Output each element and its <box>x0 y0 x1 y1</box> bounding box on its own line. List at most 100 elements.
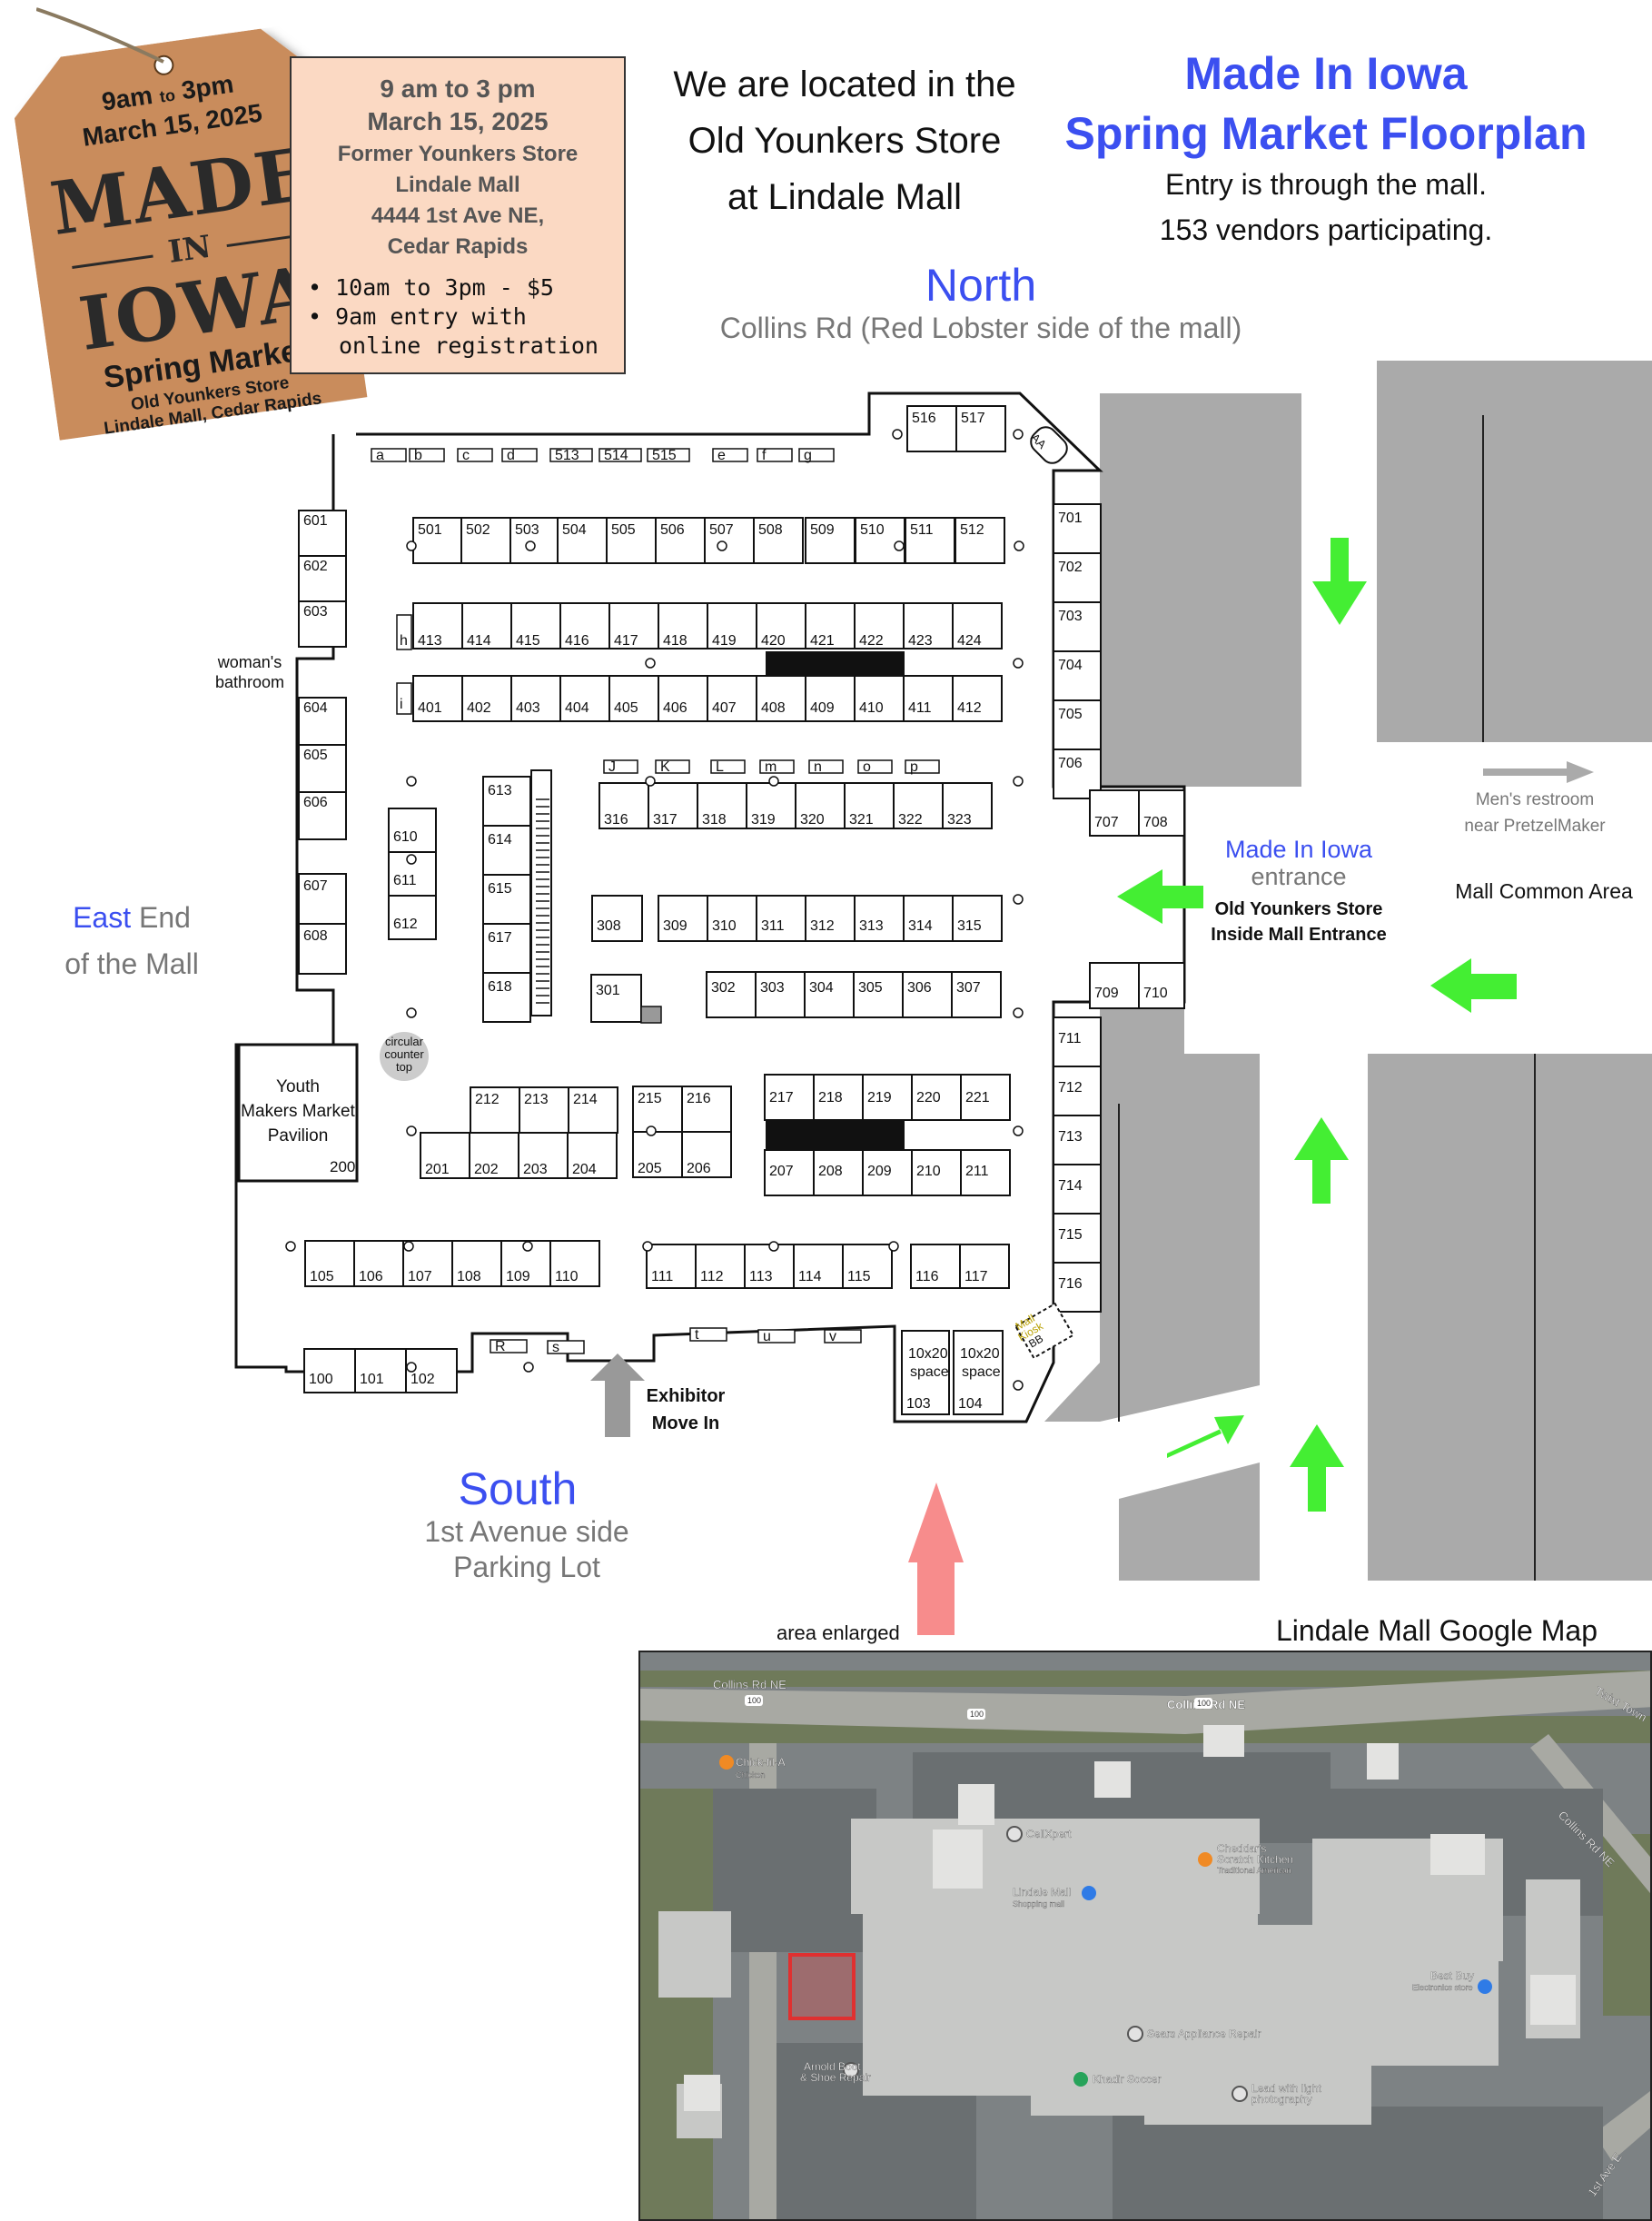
booth-409-box <box>805 675 856 722</box>
column-post <box>1013 776 1024 787</box>
south-sub-2: Parking Lot <box>453 1551 600 1583</box>
booth-507: 507 <box>709 522 734 538</box>
map-label-collins1: Collins Rd NE <box>713 1678 786 1691</box>
map-label-bestbuysub: Electronics store <box>1412 1983 1473 1992</box>
booth-602-box <box>298 555 347 602</box>
booth-a-box <box>371 448 407 462</box>
booth-610-box <box>388 808 437 853</box>
booth-713-box <box>1053 1115 1102 1165</box>
womens-bathroom-label: woman's bathroom <box>191 652 309 692</box>
booth-313-box <box>854 895 905 942</box>
columns <box>285 429 1024 1391</box>
title-line-1: Made In Iowa <box>1184 48 1468 99</box>
column-post <box>1013 1380 1024 1391</box>
booth-219-box <box>862 1074 913 1121</box>
booth-603: 603 <box>303 604 328 620</box>
exhibitor-1: Exhibitor <box>646 1386 726 1406</box>
booth-R-box <box>490 1339 528 1353</box>
booth-514: 514 <box>604 448 628 463</box>
booth-319-box <box>746 782 796 829</box>
booth-603-box <box>298 600 347 648</box>
booth-505: 505 <box>611 522 636 538</box>
booth-506: 506 <box>660 522 685 538</box>
booth-303-box <box>755 971 806 1018</box>
store-outer-wall <box>234 392 1186 1423</box>
booth-504: 504 <box>562 522 587 538</box>
booth-614-box <box>482 825 531 876</box>
booth-104: 104 <box>958 1396 983 1412</box>
booth-618-box <box>482 972 531 1023</box>
booth-511-box <box>905 517 955 564</box>
booth-322-box <box>893 782 944 829</box>
booth-p: p <box>910 759 918 775</box>
booth-708-box <box>1138 789 1185 837</box>
booth-214: 214 <box>573 1092 598 1107</box>
booth-311: 311 <box>761 918 785 934</box>
space-word-1: space <box>910 1364 949 1380</box>
booth-618: 618 <box>488 979 512 995</box>
booth-421: 421 <box>810 633 835 649</box>
booth-321: 321 <box>849 812 874 828</box>
info-bullet-1: • 10am to 3pm - $5 <box>308 274 554 301</box>
entrance-label-2: entrance <box>1251 863 1347 890</box>
booth-705-box <box>1053 699 1102 750</box>
map-label-lindale: Lindale Mall <box>1013 1886 1071 1899</box>
booth-712-box <box>1053 1066 1102 1116</box>
booth-220-box <box>911 1074 962 1121</box>
arrow-right-gray-icon <box>1483 761 1594 783</box>
booth-a: a <box>376 448 384 463</box>
column-post <box>1013 894 1024 905</box>
booth-323: 323 <box>947 812 972 828</box>
booth-403: 403 <box>516 700 540 716</box>
booth-715-box <box>1053 1213 1102 1264</box>
booth-117: 117 <box>964 1269 988 1284</box>
location-text: We are located in the Old Younkers Store… <box>636 56 1054 225</box>
booth-212: 212 <box>475 1092 500 1107</box>
booth-o-box <box>857 759 893 774</box>
booth-207: 207 <box>769 1164 794 1179</box>
booth-612: 612 <box>393 917 418 932</box>
booth-607-box <box>298 873 347 925</box>
youth-pavilion-box <box>237 1043 359 1183</box>
booth-218: 218 <box>818 1090 843 1106</box>
column-post <box>403 1241 414 1252</box>
entrance-label-3: Old Younkers Store <box>1214 899 1383 919</box>
counter-3: top <box>395 1060 413 1074</box>
booth-410: 410 <box>859 700 884 716</box>
womens-bath-1: woman's <box>217 653 282 671</box>
booth-420-box <box>756 602 806 649</box>
map-label-sears: Sears Appliance Repair <box>1147 2028 1261 2040</box>
column-post <box>894 540 905 551</box>
route-shields: 100 100 100 <box>745 1695 1212 1720</box>
booth-108-box <box>451 1240 502 1287</box>
booth-503: 503 <box>515 522 539 538</box>
common-area-label: Mall Common Area <box>1455 879 1633 903</box>
map-label-arnold1: Arnold Boot <box>804 2060 861 2073</box>
booth-307: 307 <box>956 980 981 996</box>
booth-607: 607 <box>303 878 328 894</box>
booth-608-box <box>298 923 347 975</box>
booth-415-box <box>510 602 561 649</box>
column-post <box>406 1007 417 1018</box>
booth-501: 501 <box>418 522 442 538</box>
booth-h: h <box>400 633 408 649</box>
column-post <box>525 540 536 551</box>
booth-b-box <box>409 448 445 462</box>
booth-408-box <box>756 675 806 722</box>
booth-614: 614 <box>488 832 512 848</box>
booth-302-box <box>706 971 757 1018</box>
booth-100-box <box>303 1348 356 1393</box>
booth-213: 213 <box>524 1092 549 1107</box>
booth-301-box <box>590 974 642 1023</box>
enlarged-area-arrow-icon <box>908 1482 964 1635</box>
booth-515: 515 <box>652 448 677 463</box>
booth-408: 408 <box>761 700 786 716</box>
booth-216: 216 <box>687 1091 711 1106</box>
booth-316: 316 <box>604 812 628 828</box>
booth-517-box <box>955 405 1006 452</box>
booth-509-box <box>805 517 856 564</box>
info-bullet-2: • 9am entry with <box>308 303 527 330</box>
east-label: East End <box>73 901 191 934</box>
booth-308: 308 <box>597 918 621 934</box>
